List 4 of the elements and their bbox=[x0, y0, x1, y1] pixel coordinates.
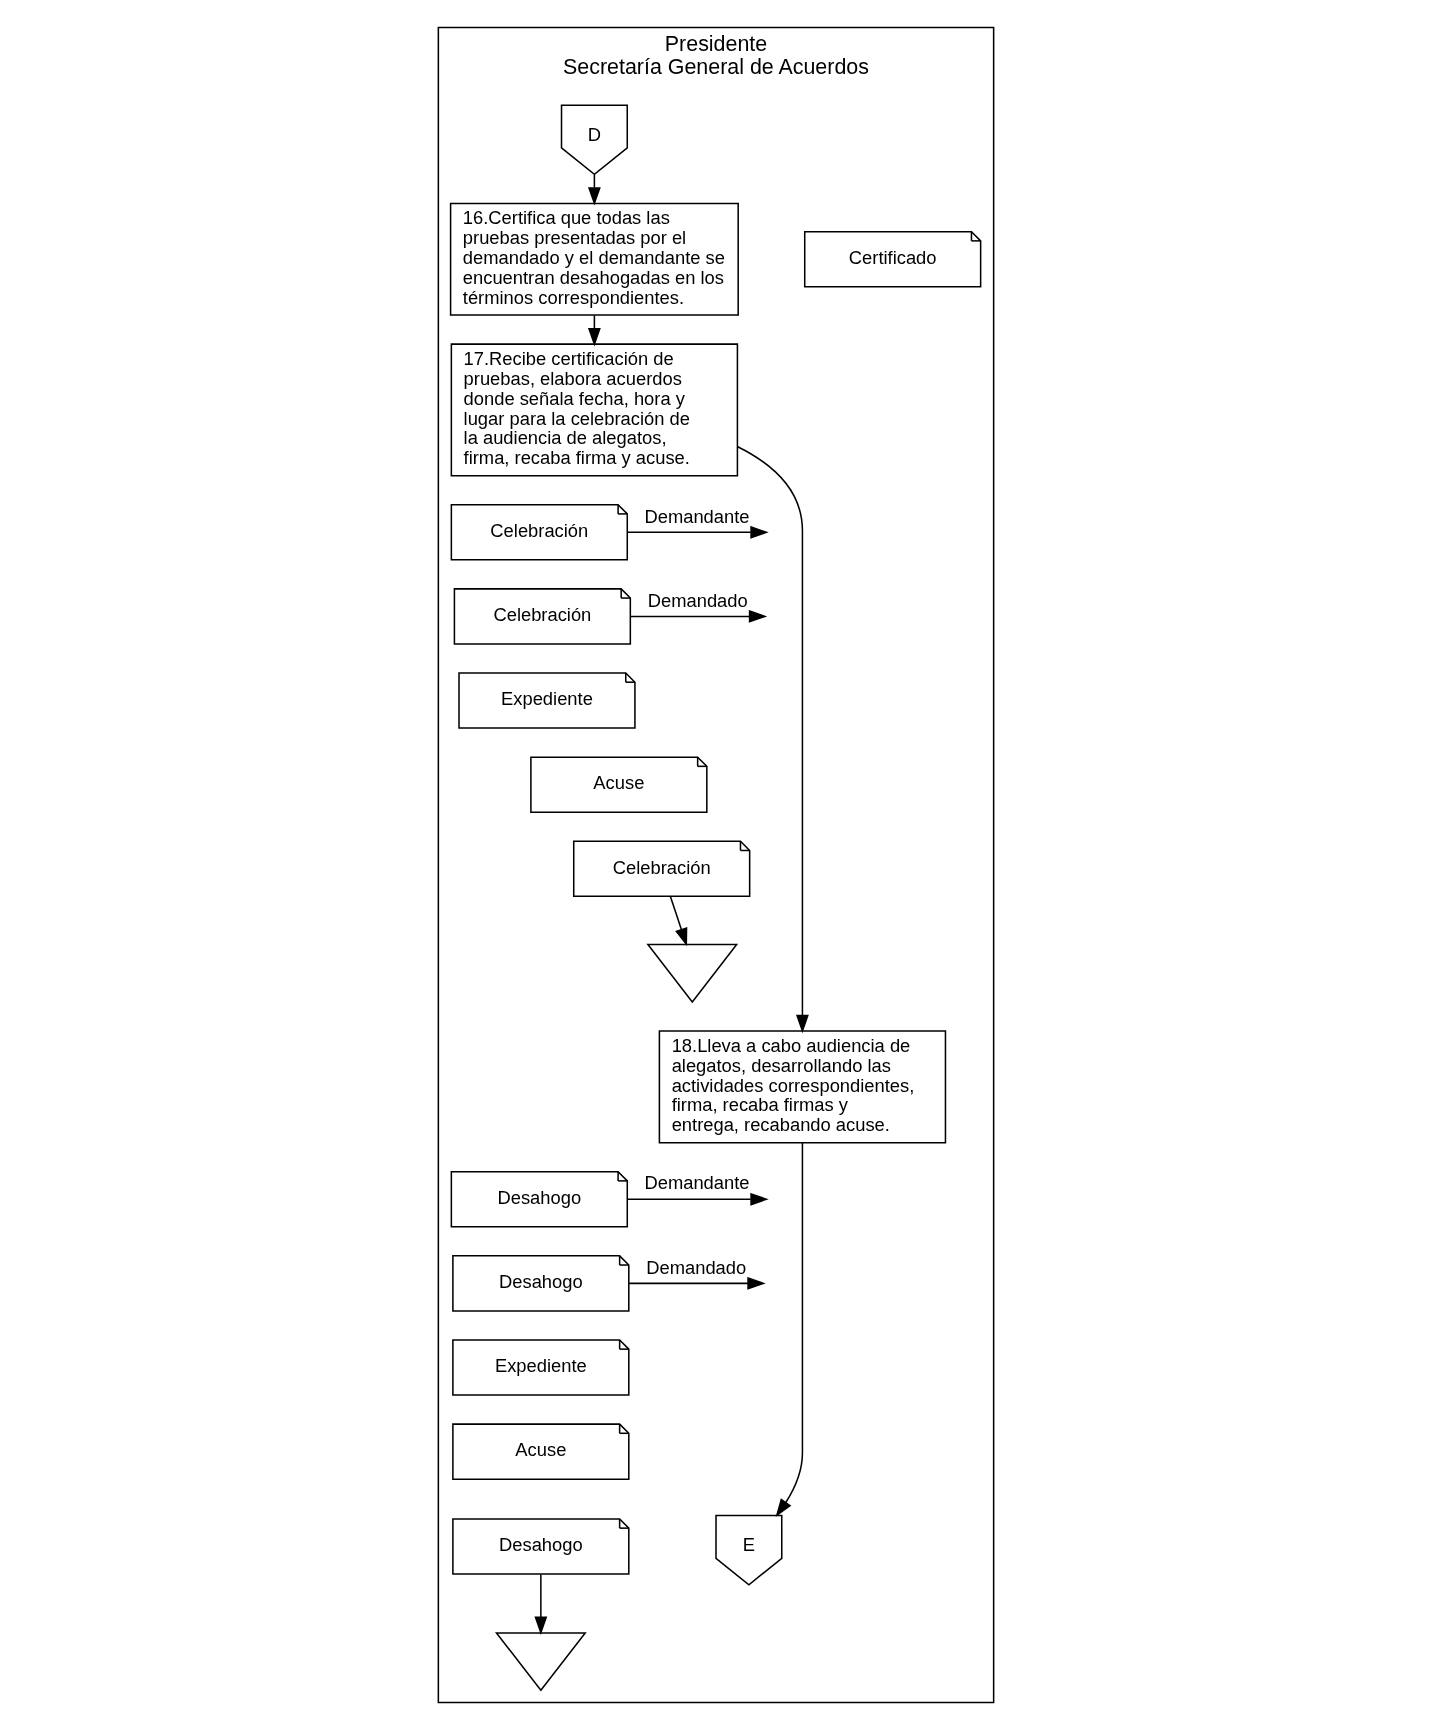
edge-label: Demandado bbox=[646, 1256, 747, 1278]
edge-label: Demandado bbox=[647, 589, 748, 611]
edge-label: Demandante bbox=[644, 505, 750, 527]
edge-label: Demandante bbox=[644, 1172, 750, 1194]
